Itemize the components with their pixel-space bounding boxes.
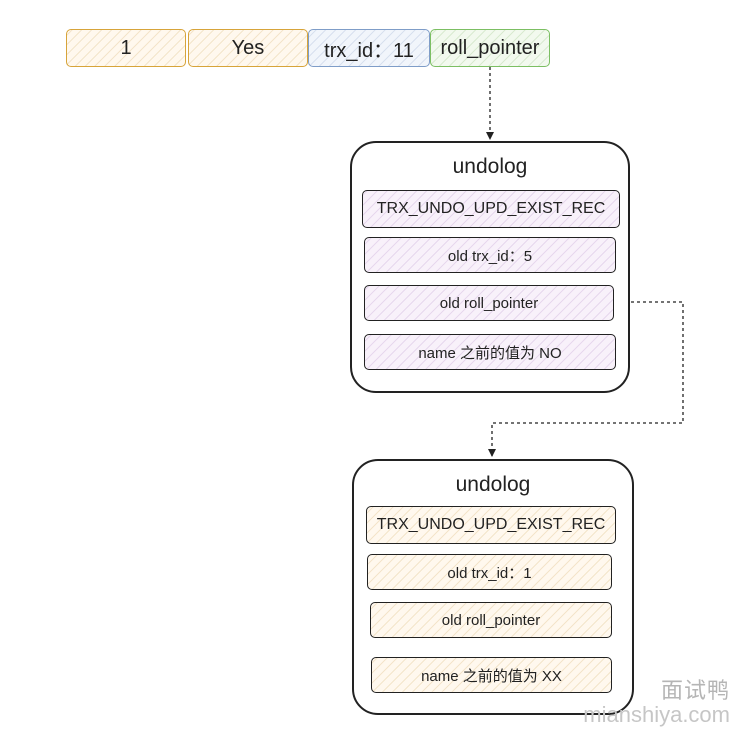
undolog-box-2: undolog TRX_UNDO_UPD_EXIST_REC old trx_i…: [352, 459, 634, 715]
row-cell-name: Yes: [188, 29, 308, 67]
undolog-1-old-roll-pointer-field: old roll_pointer: [364, 285, 614, 321]
undolog-1-old-trx-id-field: old trx_id：5: [364, 237, 616, 273]
undolog-2-old-roll-pointer-field: old roll_pointer: [370, 602, 612, 638]
arrow-undolog-1-to-undolog-2: [488, 301, 684, 457]
undolog-box-1: undolog TRX_UNDO_UPD_EXIST_REC old trx_i…: [350, 141, 630, 393]
undolog-1-title: undolog: [452, 155, 528, 178]
undolog-2-name-before-field: name 之前的值为 XX: [371, 657, 612, 693]
row-cell-id: 1: [66, 29, 186, 67]
watermark-cn: 面试鸭: [660, 678, 730, 703]
undolog-2-title: undolog: [455, 473, 531, 496]
row-cell-trx-id: trx_id：11: [308, 29, 430, 67]
watermark-en: mianshiya.com: [583, 702, 730, 727]
row-cell-roll-pointer: roll_pointer: [430, 29, 550, 67]
undolog-2-old-trx-id-field: old trx_id：1: [367, 554, 612, 590]
undolog-2-type-field: TRX_UNDO_UPD_EXIST_REC: [366, 506, 616, 544]
undolog-1-name-before-field: name 之前的值为 NO: [364, 334, 616, 370]
undolog-1-type-field: TRX_UNDO_UPD_EXIST_REC: [362, 190, 620, 228]
